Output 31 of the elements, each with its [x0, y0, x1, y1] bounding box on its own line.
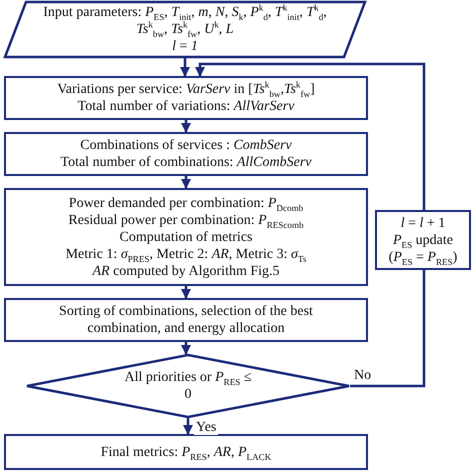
box-text: Combinations of services : CombServ [80, 137, 292, 154]
decision-diamond [26, 354, 350, 418]
box-text: Metric 1: σ$_{PRES}$, Metric 2: AR, Metric 3: σ$_{Ts}$ [66, 246, 306, 262]
process-box [4, 298, 368, 342]
box-text: l = l + 1 [400, 214, 446, 232]
edge-label: Yes [194, 420, 218, 435]
arrow [181, 176, 191, 189]
arrow [181, 342, 191, 355]
process-box [4, 76, 368, 120]
process-box [4, 434, 368, 470]
box-text: P$_{ES}$ update [392, 232, 453, 248]
box-text: AR computed by Algorithm Fig.5 [92, 262, 280, 280]
arrow [180, 58, 190, 77]
process-box [375, 210, 471, 270]
box-text: Total number of variations: AllVarServ [78, 98, 294, 115]
process-box [4, 188, 368, 286]
arrow [181, 286, 191, 299]
arrow [183, 418, 193, 435]
box-text: l = 1 [172, 38, 198, 55]
box-text: Variations per service: VarServ in [Ts$^{k}$$_{bw}$,Ts$^{k}$$_{fw}$] [57, 81, 315, 98]
box-text: Computation of metrics [120, 228, 252, 246]
box-text: All priorities or P$_{RES}$ ≤ 0 [123, 369, 253, 403]
arrow [181, 120, 191, 133]
box-text: Sorting of combinations, selection of the best combination, and energy allocation [58, 303, 314, 337]
input-parallelogram [4, 1, 366, 58]
box-text: Input parameters: P$_{ES}$, T$_{init}$, m, N, S$_{k}$, P$^{k}$$_{d}$, T$^{k}$$_{init}$, T$^{k}$$_{d}$, Ts$^{k}$$_{bw}$, Ts$^{k}$$_{fw}$, U$^{k}$, L [42, 4, 328, 38]
process-box [4, 132, 368, 176]
box-text: Final metrics: P$_{RES}$, AR, P$_{LACK}$ [100, 444, 272, 460]
arrow [195, 62, 426, 210]
box-text: (P$_{ES}$ = P$_{RES}$) [388, 248, 458, 266]
box-text: Total number of combinations: AllCombServ [60, 154, 312, 171]
